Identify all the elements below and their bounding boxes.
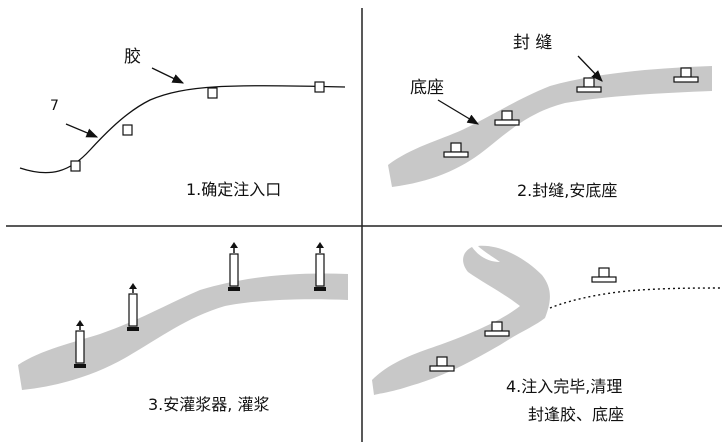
arrow-seal [577,55,603,82]
base-pad [673,67,699,83]
caption-step-4-line2: 封逢胶、底座 [528,405,624,424]
label-seal: 封 缝 [513,33,552,53]
base-pad [494,110,520,126]
injection-port-marker [207,87,218,99]
panel-3: 3.安灌浆器, 灌浆 [18,242,348,414]
base-pad [576,77,602,93]
crack-line [19,84,346,174]
arrow-seven [65,123,99,138]
caption-step-1: 1.确定注入口 [186,180,281,199]
caption-step-4-line1: 4.注入完毕,清理 [506,377,622,396]
base-pad [443,142,469,158]
grout-injector [314,242,326,291]
label-seven: 7 [50,98,59,114]
concrete-band-broken [372,245,550,395]
caption-step-2: 2.封缝,安底座 [517,181,617,200]
base-pad [591,267,617,283]
grout-injector [228,242,240,291]
label-base: 底座 [410,78,444,98]
arrow-glue [151,67,185,84]
grout-injector [74,320,86,368]
grout-injector [127,283,139,331]
panel-2: 封 缝 底座 2.封缝,安底座 [388,33,712,200]
concrete-band [388,66,712,187]
cleaned-crack-line [549,287,723,309]
arrow-base [437,99,480,125]
panel-1: 胶 7 1.确定注入口 [19,47,346,199]
base-pad [484,321,510,337]
injection-port-marker [122,124,133,136]
label-glue: 胶 [124,47,141,67]
caption-step-3: 3.安灌浆器, 灌浆 [148,395,269,414]
injection-port-marker [314,81,325,93]
injection-port-marker [70,160,81,172]
base-pad [429,356,455,372]
concrete-band [18,273,348,390]
panel-4: 4.注入完毕,清理 封逢胶、底座 [372,245,723,424]
